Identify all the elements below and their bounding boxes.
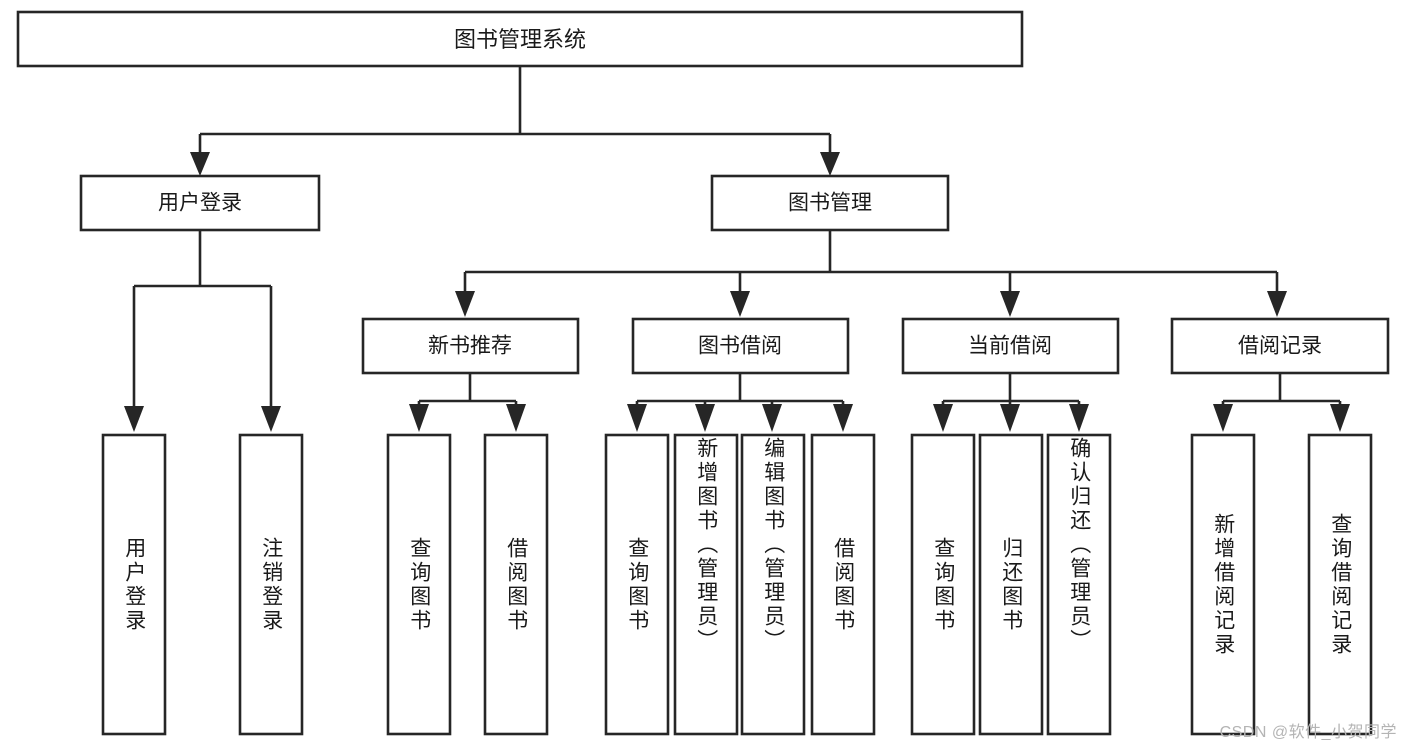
node-user-login-box[interactable] — [79, 174, 321, 232]
arrow-head-to-new-book-rec — [455, 291, 475, 317]
connector-book-manage-to-level2 — [463, 230, 1279, 295]
arrow-head-to-leaf-borrow-book-1 — [506, 404, 526, 432]
leaf-return-book-box[interactable] — [978, 433, 1044, 736]
leaf-borrow-book-2-box[interactable] — [810, 433, 876, 736]
leaf-query-book-3-box[interactable] — [910, 433, 976, 736]
arrow-head-to-leaf-query-book-3 — [933, 404, 953, 432]
node-book-manage-box[interactable] — [710, 174, 950, 232]
arrow-head-to-leaf-add-book — [695, 404, 715, 432]
csdn-watermark: CSDN @软件_小贺同学 — [1219, 724, 1397, 741]
arrow-head-to-leaf-query-record — [1330, 404, 1350, 432]
connector-new-book-rec-to-leaves — [417, 373, 518, 410]
arrow-head-to-leaf-user-logout — [261, 406, 281, 432]
node-book-manage[interactable]: 图书管理 — [710, 174, 950, 232]
leaf-query-book-2-box[interactable] — [604, 433, 670, 736]
node-root-box[interactable] — [16, 10, 1024, 68]
node-book-borrow-box[interactable] — [631, 317, 850, 375]
node-new-book-rec[interactable]: 新书推荐 — [361, 317, 580, 375]
node-borrow-record-box[interactable] — [1170, 317, 1390, 375]
arrow-head-to-book-borrow — [730, 291, 750, 317]
leaf-borrow-book-1-box[interactable] — [483, 433, 549, 736]
leaf-confirm-return-box[interactable] — [1046, 433, 1112, 736]
node-book-manage-label: 图书管理 — [788, 192, 872, 215]
leaf-user-logout-box[interactable] — [238, 433, 304, 736]
arrow-head-to-leaf-query-book-1 — [409, 404, 429, 432]
node-current-borrow[interactable]: 当前借阅 — [901, 317, 1120, 375]
leaf-user-login-box[interactable] — [101, 433, 167, 736]
arrow-head-to-leaf-user-login — [124, 406, 144, 432]
node-root[interactable]: 图书管理系统 — [16, 10, 1024, 68]
node-user-login-label: 用户登录 — [158, 192, 242, 215]
node-borrow-record[interactable]: 借阅记录 — [1170, 317, 1390, 375]
leaf-query-record-box[interactable] — [1307, 433, 1373, 736]
node-borrow-record-label: 借阅记录 — [1238, 335, 1322, 358]
node-new-book-rec-box[interactable] — [361, 317, 580, 375]
node-user-login[interactable]: 用户登录 — [79, 174, 321, 232]
arrow-head-to-leaf-confirm-return — [1069, 404, 1089, 432]
node-book-borrow[interactable]: 图书借阅 — [631, 317, 850, 375]
node-current-borrow-box[interactable] — [901, 317, 1120, 375]
arrow-head-to-user-login — [190, 152, 210, 176]
connector-user-login-to-leaves — [132, 230, 273, 410]
node-root-label: 图书管理系统 — [454, 27, 586, 52]
arrow-head-to-leaf-edit-book — [762, 404, 782, 432]
connector-book-borrow-to-leaves — [635, 373, 845, 410]
node-book-borrow-label: 图书借阅 — [698, 335, 782, 358]
arrow-head-to-leaf-borrow-book-2 — [833, 404, 853, 432]
leaf-query-book-1-box[interactable] — [386, 433, 452, 736]
connector-borrow-record-to-leaves — [1221, 373, 1342, 410]
connectors-group — [124, 66, 1350, 432]
leaf-add-record-box[interactable] — [1190, 433, 1256, 736]
connector-root-to-level1 — [198, 66, 832, 156]
node-new-book-rec-label: 新书推荐 — [428, 335, 512, 358]
leaf-boxes-group — [101, 433, 1373, 736]
arrow-head-to-leaf-add-record — [1213, 404, 1233, 432]
arrow-head-to-leaf-query-book-2 — [627, 404, 647, 432]
leaf-add-book-box[interactable] — [673, 433, 739, 736]
arrow-head-to-borrow-record — [1267, 291, 1287, 317]
arrow-head-to-leaf-return-book — [1000, 404, 1020, 432]
arrow-head-to-book-manage — [820, 152, 840, 176]
leaf-edit-book-box[interactable] — [740, 433, 806, 736]
arrow-head-to-current-borrow — [1000, 291, 1020, 317]
node-current-borrow-label: 当前借阅 — [968, 335, 1052, 358]
